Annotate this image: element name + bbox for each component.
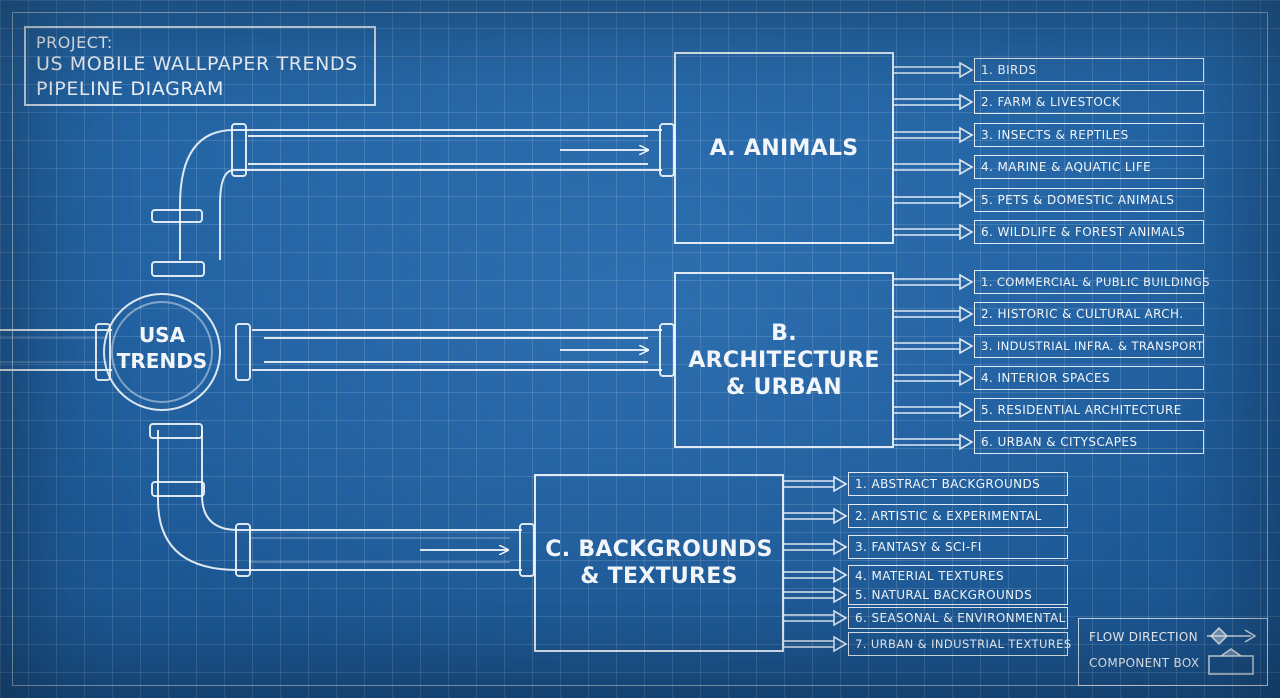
branch-arrow-backgrounds-3 xyxy=(784,538,848,556)
category-label-animals: A. ANIMALS xyxy=(709,135,859,161)
title-project-label: PROJECT: xyxy=(36,33,113,52)
subcategory-architecture-4[interactable]: 4. INTERIOR SPACES xyxy=(974,366,1204,390)
subcategory-backgrounds-6[interactable]: 6. SEASONAL & ENVIRONMENTAL xyxy=(848,607,1068,629)
pipe-to-animals xyxy=(234,129,662,171)
subcategory-animals-3[interactable]: 3. INSECTS & REPTILES xyxy=(974,123,1204,147)
category-label-backgrounds: C. BACKGROUNDS & TEXTURES xyxy=(545,537,773,589)
subcategory-backgrounds-4[interactable]: 4. MATERIAL TEXTURES xyxy=(848,565,1068,585)
subcategory-architecture-2[interactable]: 2. HISTORIC & CULTURAL ARCH. xyxy=(974,302,1204,326)
branch-arrow-architecture-1 xyxy=(894,273,974,291)
component-box-icon xyxy=(1208,655,1254,675)
branch-arrow-animals-4 xyxy=(894,158,974,176)
subcategory-architecture-6[interactable]: 6. URBAN & CITYSCAPES xyxy=(974,430,1204,454)
legend-symbols xyxy=(1207,626,1257,675)
branch-arrow-architecture-6 xyxy=(894,433,974,451)
branch-arrow-backgrounds-6 xyxy=(784,609,848,627)
subcategory-architecture-1[interactable]: 1. COMMERCIAL & PUBLIC BUILDINGS xyxy=(974,270,1210,294)
category-box-backgrounds[interactable]: C. BACKGROUNDS & TEXTURES xyxy=(534,474,784,652)
legend-component-box-label: COMPONENT BOX xyxy=(1089,656,1200,670)
branch-arrow-architecture-4 xyxy=(894,369,974,387)
subcategory-backgrounds-7[interactable]: 7. URBAN & INDUSTRIAL TEXTURES xyxy=(848,632,1071,656)
branch-arrow-backgrounds-2 xyxy=(784,507,848,525)
category-box-architecture[interactable]: B. ARCHITECTURE & URBAN xyxy=(674,272,894,448)
branch-arrow-backgrounds-5 xyxy=(784,586,848,604)
branch-arrow-animals-1 xyxy=(894,61,974,79)
flow-direction-icon xyxy=(1207,629,1257,643)
branch-arrow-backgrounds-4 xyxy=(784,566,848,584)
subcategory-backgrounds-5[interactable]: 5. NATURAL BACKGROUNDS xyxy=(848,585,1068,605)
title-block: PROJECT: US MOBILE WALLPAPER TRENDS PIPE… xyxy=(24,26,376,106)
branch-arrow-backgrounds-1 xyxy=(784,475,848,493)
subcategory-animals-5[interactable]: 5. PETS & DOMESTIC ANIMALS xyxy=(974,188,1204,212)
branch-arrow-architecture-5 xyxy=(894,401,974,419)
legend-flow-direction-label: FLOW DIRECTION xyxy=(1089,630,1198,644)
subcategory-backgrounds-1[interactable]: 1. ABSTRACT BACKGROUNDS xyxy=(848,472,1068,496)
category-label-architecture: B. ARCHITECTURE & URBAN xyxy=(688,320,880,400)
pipe-to-architecture xyxy=(252,329,662,371)
usa-trends-hub xyxy=(103,293,221,411)
category-box-animals[interactable]: A. ANIMALS xyxy=(674,52,894,244)
branch-arrow-animals-5 xyxy=(894,191,974,209)
branch-arrow-architecture-2 xyxy=(894,305,974,323)
hub-label: USA TRENDS xyxy=(116,323,208,373)
title-project-name: US MOBILE WALLPAPER TRENDS xyxy=(36,53,358,75)
branch-arrow-backgrounds-7 xyxy=(784,635,848,653)
subcategory-animals-6[interactable]: 6. WILDLIFE & FOREST ANIMALS xyxy=(974,220,1204,244)
subcategory-animals-2[interactable]: 2. FARM & LIVESTOCK xyxy=(974,90,1204,114)
title-diagram-type: PIPELINE DIAGRAM xyxy=(36,78,225,100)
subcategory-animals-1[interactable]: 1. BIRDS xyxy=(974,58,1204,82)
inlet-pipe xyxy=(0,329,112,371)
subcategory-architecture-5[interactable]: 5. RESIDENTIAL ARCHITECTURE xyxy=(974,398,1204,422)
subcategory-architecture-3[interactable]: 3. INDUSTRIAL INFRA. & TRANSPORT xyxy=(974,334,1204,358)
blueprint-border xyxy=(12,12,1268,686)
branch-arrow-animals-6 xyxy=(894,223,974,241)
legend: FLOW DIRECTION COMPONENT BOX xyxy=(1078,618,1268,686)
branch-arrow-animals-2 xyxy=(894,93,974,111)
subcategory-backgrounds-3[interactable]: 3. FANTASY & SCI-FI xyxy=(848,535,1068,559)
subcategory-animals-4[interactable]: 4. MARINE & AQUATIC LIFE xyxy=(974,155,1204,179)
branch-arrow-architecture-3 xyxy=(894,337,974,355)
branch-arrow-animals-3 xyxy=(894,126,974,144)
subcategory-backgrounds-2[interactable]: 2. ARTISTIC & EXPERIMENTAL xyxy=(848,504,1068,528)
